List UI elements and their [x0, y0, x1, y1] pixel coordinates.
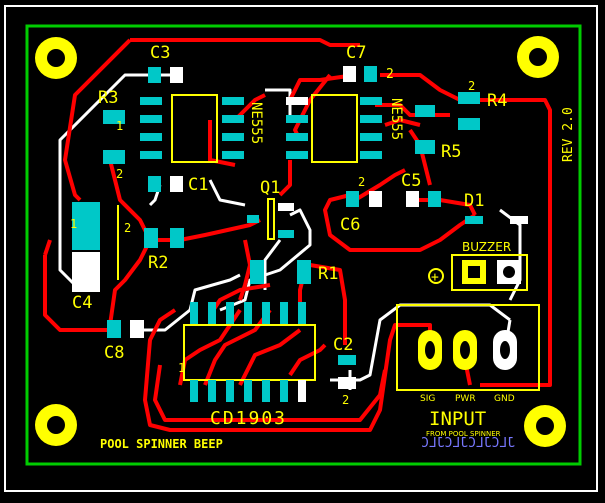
label-r4-pin: 2 — [468, 79, 475, 93]
label-pwr: PWR — [455, 394, 476, 404]
label-r1: R1 — [318, 264, 338, 284]
label-gnd: GND — [494, 394, 515, 404]
label-c3: C3 — [150, 43, 170, 63]
label-ne555-left: NE555 — [248, 102, 264, 144]
label-from-pool-spinner: FROM POOL SPINNER — [426, 430, 501, 438]
silkscreen-shapes — [117, 94, 540, 391]
pads — [72, 66, 528, 402]
label-r4: R4 — [487, 91, 507, 111]
mounting-holes — [35, 36, 566, 447]
label-buzzer-plus: + — [431, 270, 439, 285]
label-r2-pin: 2 — [124, 221, 131, 235]
label-ne555-right: NE555 — [388, 98, 404, 140]
keepout-outline — [25, 24, 582, 466]
label-bottom-id: JLCJLCJLCJLC — [421, 436, 515, 451]
label-c2-pin: 2 — [342, 393, 349, 407]
label-r5: R5 — [441, 142, 461, 162]
label-c5: C5 — [401, 171, 421, 191]
label-c6: C6 — [340, 215, 360, 235]
label-u1-pin1: 1 — [178, 361, 185, 375]
through-hole-pads — [418, 260, 521, 370]
label-r3-pin1: 1 — [116, 119, 123, 133]
label-c7: C7 — [346, 43, 366, 63]
board-outline — [4, 5, 598, 492]
label-pool-title: POOL SPINNER BEEP — [100, 437, 223, 451]
label-sig: SIG — [420, 394, 435, 404]
label-buzzer: BUZZER — [462, 240, 511, 254]
label-cd1903: CD1903 — [210, 408, 287, 429]
label-q1: Q1 — [260, 178, 280, 198]
label-c8: C8 — [104, 343, 124, 363]
label-c6-pin: 2 — [358, 175, 365, 189]
label-input: INPUT — [429, 408, 486, 430]
label-c1: C1 — [188, 175, 208, 195]
label-c4: C4 — [72, 293, 92, 313]
label-c7-pin: 2 — [386, 67, 394, 82]
label-r2: R2 — [148, 253, 168, 273]
label-r3-pin2: 2 — [116, 167, 123, 181]
label-rev: REV 2.0 — [561, 107, 576, 162]
label-d1: D1 — [464, 191, 484, 211]
label-c4-pin: 1 — [70, 217, 77, 231]
label-r3: R3 — [98, 88, 118, 108]
label-c2: C2 — [333, 335, 353, 355]
